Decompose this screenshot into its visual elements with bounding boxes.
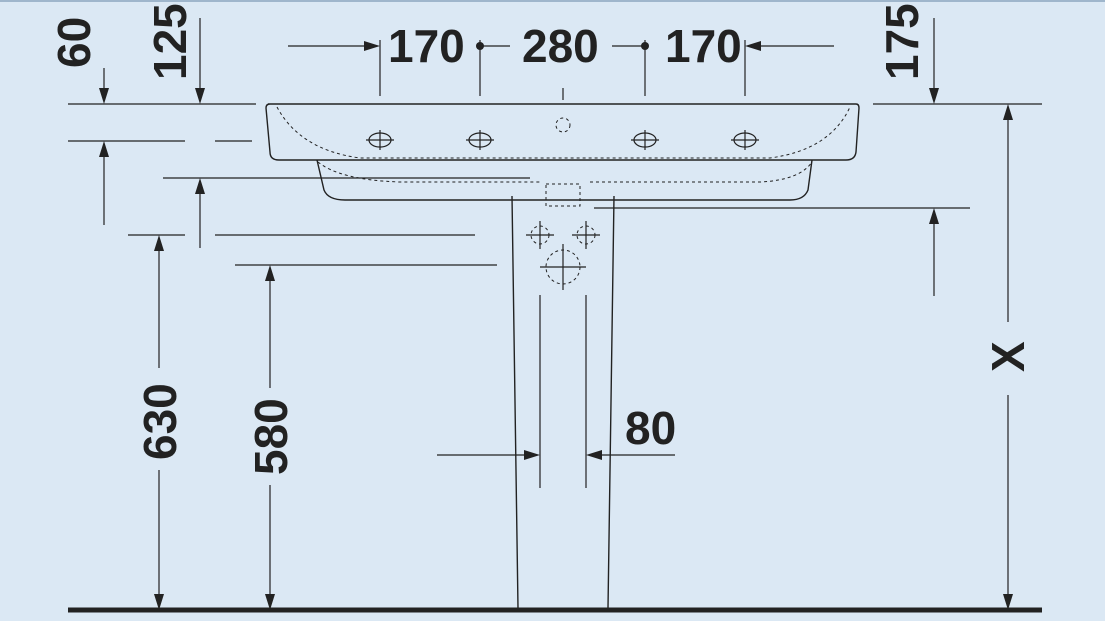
basin-underside-outline	[317, 161, 813, 183]
waste-pipe	[540, 244, 586, 290]
dim-height-rim: 630	[134, 383, 186, 460]
dim-variable-height: X	[982, 341, 1034, 372]
overflow-hole	[555, 117, 571, 133]
dim-right-offset: 175	[876, 3, 928, 80]
dim-tap-right: 170	[665, 20, 742, 72]
washbasin	[265, 88, 860, 207]
supply-pipe-left	[526, 221, 554, 249]
supply-pipe-right	[572, 221, 600, 249]
dimension-arrows	[99, 18, 1013, 610]
tap-hole-3	[631, 130, 659, 150]
dim-tap-left: 170	[388, 20, 465, 72]
basin-rim	[265, 103, 860, 161]
extension-lines	[68, 40, 1042, 266]
pedestal	[511, 195, 615, 609]
tap-hole-1	[366, 130, 394, 150]
tap-hole-4	[731, 130, 759, 150]
drain-outlet	[545, 183, 581, 207]
dim-pedestal-width: 80	[625, 402, 676, 454]
pedestal-outline	[511, 195, 615, 609]
basin-bowl	[316, 159, 813, 201]
tap-hole-2	[466, 130, 494, 150]
basin-bowl-inner-outline	[276, 106, 851, 159]
dim-height-base: 580	[245, 398, 297, 475]
dim-top-offset-1: 60	[48, 17, 100, 68]
dim-top-offset-2: 125	[144, 3, 196, 80]
dim-tap-center: 280	[522, 20, 599, 72]
